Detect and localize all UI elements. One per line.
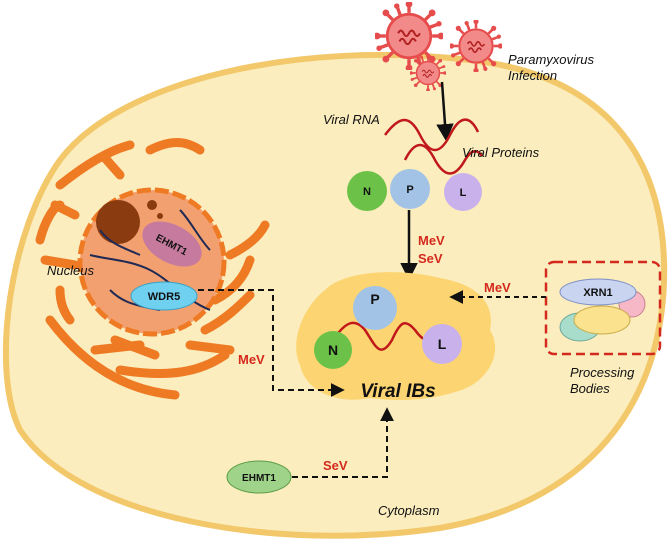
l-protein — [444, 173, 482, 211]
n-protein-ib — [314, 331, 352, 369]
nucleolus-small — [147, 200, 157, 210]
viral-rna — [403, 143, 484, 175]
ehmt1-nuclear — [142, 221, 202, 267]
viral-rna-ib — [328, 321, 446, 351]
viral-ib-blob — [296, 272, 496, 400]
n-protein — [347, 171, 387, 211]
wdr5 — [130, 281, 198, 311]
viral-rna-label: Viral RNA — [323, 112, 380, 127]
nucleolus-small — [157, 213, 163, 219]
sev-label-ehmt1: SeV — [323, 458, 348, 473]
cytoplasm-label: Cytoplasm — [378, 503, 440, 518]
endoplasmic-reticulum — [35, 138, 270, 400]
processing-bodies-label-line2: Bodies — [570, 381, 610, 396]
virus-icon — [375, 2, 443, 70]
sev-label-top: SeV — [418, 251, 443, 266]
processing-bodies-label-line1: Processing — [570, 365, 635, 380]
ehmt1-cytoplasmic-label: EHMT1 — [242, 473, 276, 484]
ehmt1-cytoplasmic — [226, 460, 292, 494]
xrn1-label: XRN1 — [583, 287, 612, 299]
pb-granule — [573, 305, 631, 335]
viral-proteins-label: Viral Proteins — [462, 145, 540, 160]
p-protein — [390, 169, 430, 209]
n-protein-ib-label: N — [328, 342, 338, 358]
l-protein-label: L — [460, 187, 467, 199]
p-protein-ib-label: P — [370, 291, 379, 307]
n-protein-label: N — [363, 186, 371, 198]
nucleolus — [96, 200, 140, 244]
infection-label-line2: Infection — [508, 68, 557, 83]
virus-icon — [450, 20, 502, 72]
wdr5-label: WDR5 — [148, 291, 180, 303]
l-protein-ib-label: L — [438, 336, 447, 352]
wdr5-to-ib-arrow — [198, 289, 345, 397]
mev-label-pb: MeV — [484, 280, 511, 295]
viral-rna — [384, 118, 480, 152]
infection-label-line1: Paramyxovirus — [508, 52, 594, 67]
mev-label-wdr5: MeV — [238, 352, 265, 367]
processing-bodies-box — [544, 260, 662, 356]
mev-label-top: MeV — [418, 233, 445, 248]
infection-arrow — [436, 81, 454, 142]
viral-ibs-label: Viral IBs — [360, 381, 435, 402]
p-protein-label: P — [406, 184, 413, 196]
nucleus-label: Nucleus — [47, 263, 94, 278]
p-protein-ib — [353, 286, 397, 330]
xrn1 — [559, 278, 637, 306]
l-protein-ib — [422, 324, 462, 364]
ehmt1-to-ib-arrow — [292, 407, 394, 478]
